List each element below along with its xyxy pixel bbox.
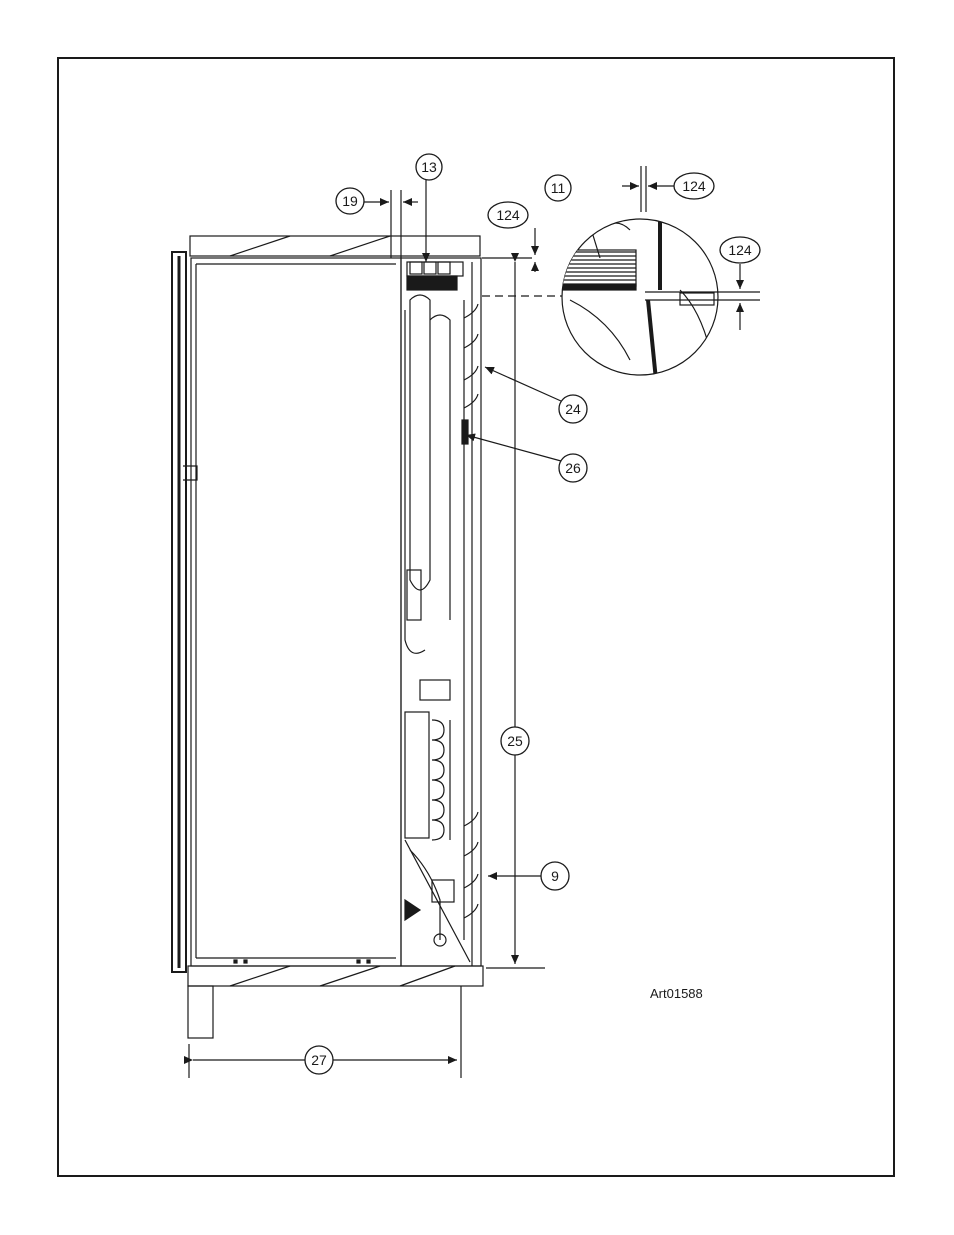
svg-text:124: 124: [682, 178, 706, 194]
callout-27: 27: [305, 1046, 333, 1074]
callout-26: 26: [559, 454, 587, 482]
svg-text:124: 124: [496, 207, 520, 223]
refrigeration-assembly: [405, 262, 470, 962]
callout-11: 11: [545, 175, 571, 201]
callout-9: 9: [541, 862, 569, 890]
art-id-label: Art01588: [650, 986, 703, 1001]
svg-text:19: 19: [342, 193, 358, 209]
cabinet-body: [172, 236, 483, 1078]
svg-text:24: 24: [565, 401, 581, 417]
svg-text:27: 27: [311, 1052, 327, 1068]
dimension-19: [363, 190, 418, 258]
callout-124-upper-right: 124: [674, 173, 714, 199]
callout-24: 24: [559, 395, 587, 423]
callout-124-top: 124: [488, 202, 528, 228]
callout-25: 25: [501, 727, 529, 755]
svg-text:25: 25: [507, 733, 523, 749]
svg-text:13: 13: [421, 159, 437, 175]
svg-text:9: 9: [551, 868, 559, 884]
detail-magnifier: [562, 166, 760, 380]
dimension-25: [482, 258, 545, 968]
callout-19: 19: [336, 188, 364, 214]
svg-text:124: 124: [728, 242, 752, 258]
svg-text:26: 26: [565, 460, 581, 476]
callout-124-right: 124: [720, 237, 760, 263]
svg-text:11: 11: [551, 180, 566, 196]
callout-13: 13: [416, 154, 442, 180]
